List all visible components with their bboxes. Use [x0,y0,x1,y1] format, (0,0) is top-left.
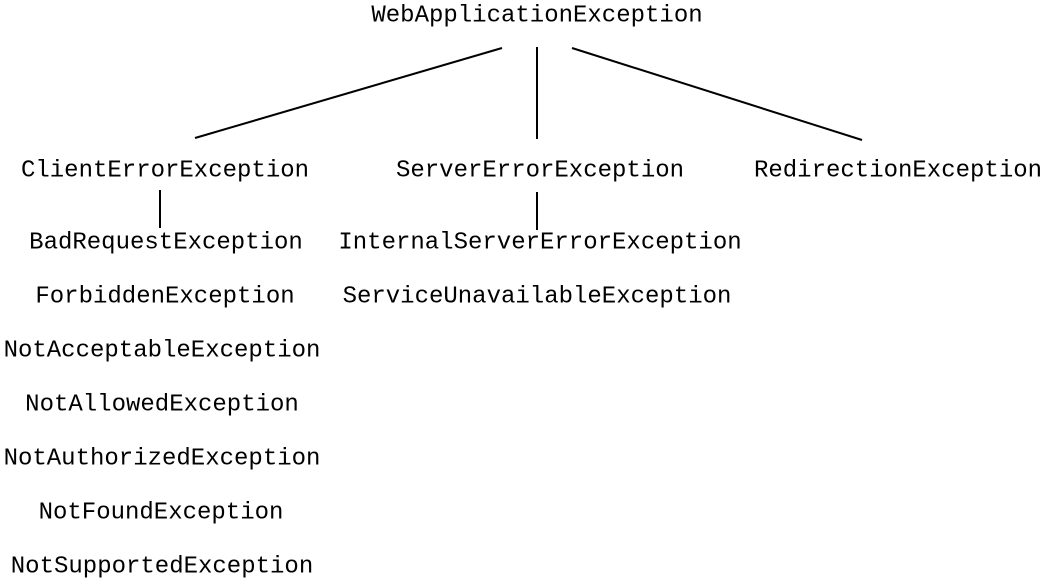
node-forbidden-exception: ForbiddenException [35,283,295,311]
node-server-error-exception: ServerErrorException [395,157,685,185]
node-not-allowed-exception: NotAllowedException [25,391,299,419]
edge-root-to-redirection [571,47,863,141]
node-not-supported-exception: NotSupportedException [10,553,314,581]
node-bad-request-exception: BadRequestException [29,229,303,257]
node-not-acceptable-exception: NotAcceptableException [3,337,321,365]
node-web-application-exception: WebApplicationException [371,2,703,30]
node-not-found-exception: NotFoundException [38,499,284,527]
edge-root-to-client-error [194,47,503,139]
node-internal-server-error-exception: InternalServerErrorException [338,229,742,257]
node-service-unavailable-exception: ServiceUnavailableException [342,283,732,311]
node-not-authorized-exception: NotAuthorizedException [3,445,321,473]
node-client-error-exception: ClientErrorException [20,157,310,185]
node-redirection-exception: RedirectionException [753,157,1043,185]
